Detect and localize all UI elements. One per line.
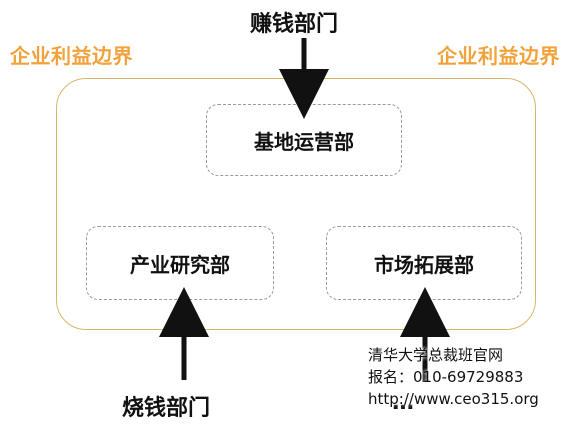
boundary-label-right: 企业利益边界 [437, 44, 560, 68]
watermark-line-3: http://www.ceo315.org [368, 390, 539, 408]
partial-department-label: … [392, 390, 414, 415]
earn-department-label: 赚钱部门 [250, 12, 339, 37]
industry-research-label: 产业研究部 [130, 252, 230, 277]
watermark-line-1: 清华大学总裁班官网 [368, 346, 504, 364]
watermark: 清华大学总裁班官网 报名：010-69729883 http://www.ceo… [368, 344, 564, 410]
market-expansion-label: 市场拓展部 [374, 252, 474, 277]
base-operations-label: 基地运营部 [254, 129, 354, 154]
watermark-line-2: 报名：010-69729883 [368, 368, 524, 386]
boundary-label-left: 企业利益边界 [10, 44, 133, 68]
burn-department-label: 烧钱部门 [122, 396, 211, 421]
